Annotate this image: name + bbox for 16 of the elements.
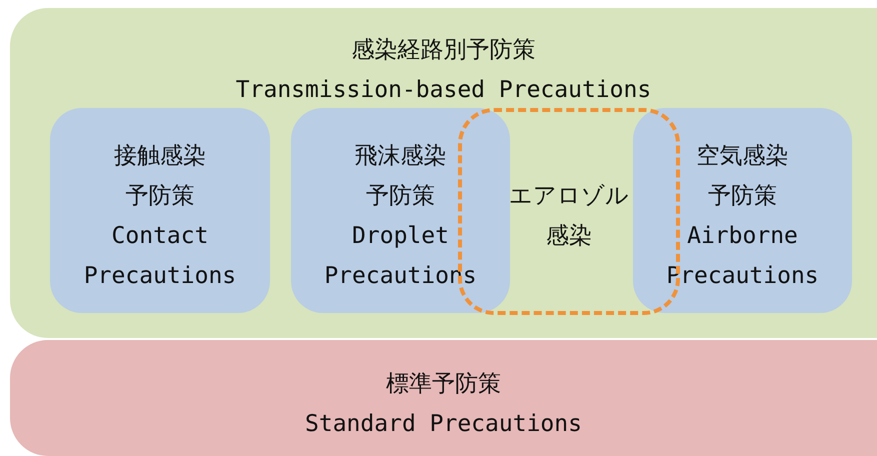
outer-panel — [10, 8, 877, 338]
english-label: Contact Precautions — [82, 222, 238, 291]
category-box — [291, 108, 510, 313]
english-heading: Standard Precautions — [305, 410, 582, 439]
english-label: Airborne Precautions — [665, 222, 820, 291]
heading-text: 飛沫感染予防策 — [354, 142, 446, 211]
category-box — [50, 108, 270, 313]
category-box — [633, 108, 852, 313]
heading-text: 接触感染予防策 — [114, 142, 206, 211]
english-heading: Transmission-based Precautions — [236, 76, 652, 105]
base-panel — [10, 340, 877, 456]
heading-text: エアロゾル感染 — [508, 182, 630, 251]
heading-text: 空気感染予防策 — [696, 142, 788, 211]
heading-text: 感染経路別予防策 — [352, 36, 536, 65]
english-label: Droplet Precautions — [323, 222, 478, 291]
heading-text: 標準予防策 — [386, 370, 501, 399]
